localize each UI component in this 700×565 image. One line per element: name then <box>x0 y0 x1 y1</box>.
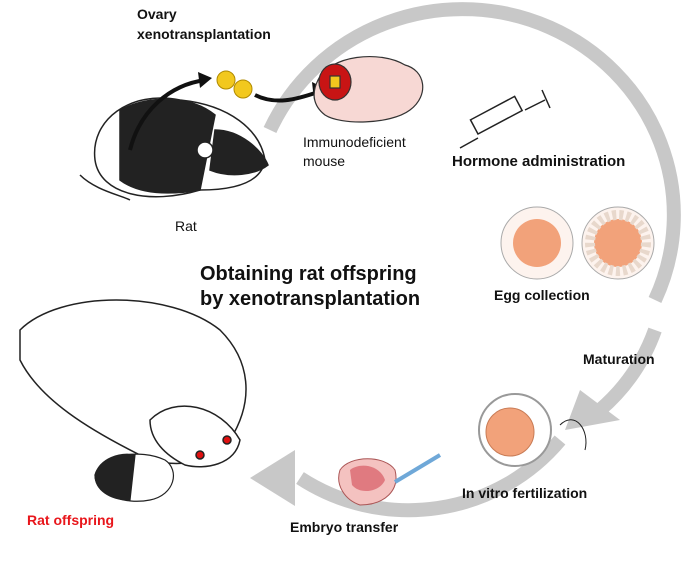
rat-label: Rat <box>175 218 197 234</box>
rat-offspring-label: Rat offspring <box>27 512 115 528</box>
ivf-dish <box>478 393 587 467</box>
ovary-icon <box>216 70 236 90</box>
maturation-arrowhead <box>565 390 620 430</box>
embryo-transfer-illustration <box>338 453 442 506</box>
white-rat-illustration <box>19 299 247 468</box>
hormone-label: Hormone administration <box>452 153 626 170</box>
embryo-transfer-label: Embryo transfer <box>290 519 399 535</box>
ovary-arrow <box>128 78 206 151</box>
mouse-label: mouse <box>303 153 346 169</box>
xenotransplantation-label: xenotransplantation <box>137 26 271 42</box>
offspring-illustration <box>94 453 174 502</box>
cycle-arrow <box>263 2 681 518</box>
title-line-2: by xenotransplantation <box>200 288 421 310</box>
rat-illustration <box>79 97 269 201</box>
egg-cells <box>500 206 655 280</box>
ovary-label: Ovary <box>137 6 177 22</box>
immunodeficient-label: Immunodeficient <box>303 134 406 150</box>
maturation-label: Maturation <box>583 351 655 367</box>
title-line-1: Obtaining rat offspring <box>200 263 417 285</box>
bottom-arrowhead <box>250 450 295 506</box>
mouse-illustration <box>313 55 424 123</box>
diagram-title: Obtaining rat offspring by xenotransplan… <box>200 262 420 312</box>
syringe-icon <box>459 89 551 149</box>
ivf-label: In vitro fertilization <box>462 485 588 501</box>
egg-collection-label: Egg collection <box>494 287 590 303</box>
